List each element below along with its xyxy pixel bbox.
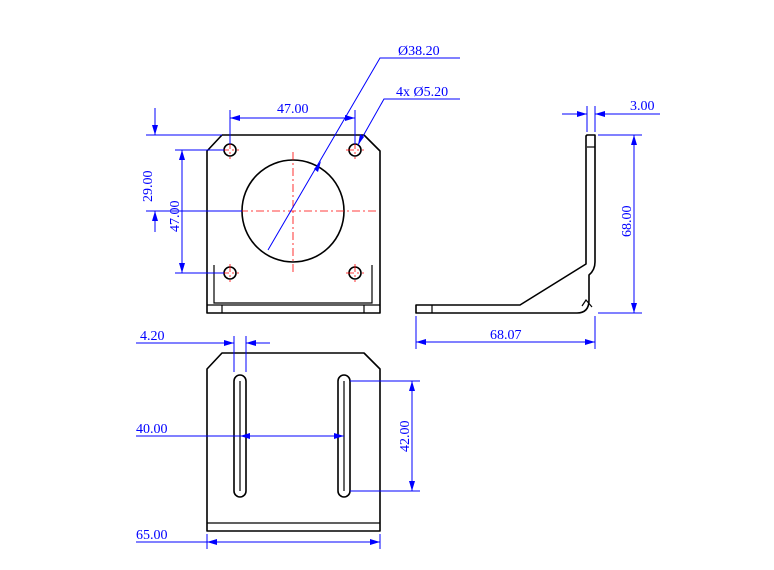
side-view-fold-detail [581, 299, 593, 308]
label-bore-diameter: Ø38.20 [398, 44, 440, 59]
label-flange-edge-to-center: 29.00 [141, 171, 156, 203]
dim-hole-spacing-vertical: 47.00 [168, 149, 224, 274]
dim-side-height: 68.00 [598, 134, 642, 314]
label-thickness: 3.00 [630, 99, 655, 114]
dim-side-base-length: 68.07 [415, 316, 596, 349]
bottom-view [206, 352, 381, 532]
front-view [206, 134, 381, 314]
dim-slot-spacing: 40.00 [136, 422, 344, 439]
label-slot-spacing: 40.00 [136, 422, 168, 437]
dim-hole-spacing-horizontal: 47.00 [229, 102, 356, 144]
front-view-outline [206, 134, 381, 314]
label-slot-length: 42.00 [398, 421, 413, 453]
label-hole-callout: 4x Ø5.20 [396, 85, 448, 100]
dim-base-width: 65.00 [136, 528, 381, 549]
dim-slot-length: 42.00 [350, 380, 420, 492]
dim-flange-edge-to-center: 29.00 [141, 108, 242, 232]
label-base-width: 65.00 [136, 528, 168, 543]
label-hole-spacing-vertical: 47.00 [168, 201, 183, 233]
bottom-view-outline [206, 352, 381, 532]
dim-hole-callout: 4x Ø5.20 [357, 85, 460, 146]
dim-slot-width: 4.20 [136, 329, 270, 372]
side-view [415, 134, 596, 314]
dim-bore-diameter: Ø38.20 [267, 44, 460, 251]
label-hole-spacing-horizontal: 47.00 [277, 102, 309, 117]
side-view-outline [415, 134, 596, 314]
dim-thickness: 3.00 [562, 99, 660, 132]
front-view-fold-line [213, 265, 373, 304]
label-side-height: 68.00 [620, 206, 635, 238]
label-side-base-length: 68.07 [490, 328, 522, 343]
label-slot-width: 4.20 [140, 329, 165, 344]
